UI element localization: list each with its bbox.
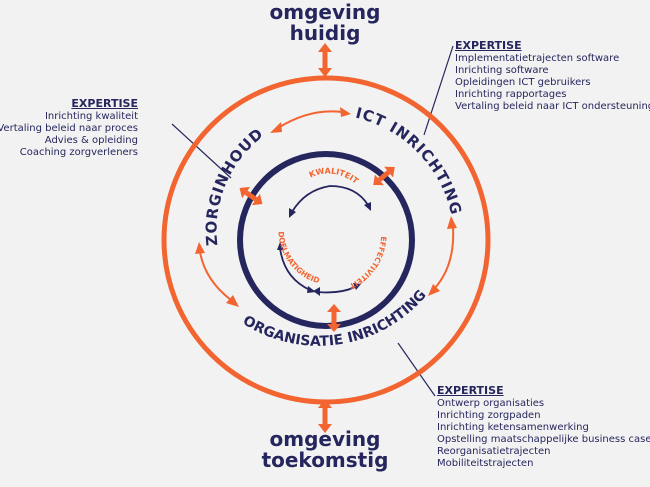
expertise-zorg-block: EXPERTISE Inrichting kwaliteit Vertaling… (0, 98, 138, 159)
inner-arrow-bottom-right (313, 283, 361, 296)
expertise-org-block: EXPERTISE Ontwerp organisaties Inrichtin… (437, 385, 650, 470)
expertise-ict-item: Inrichting software (455, 65, 549, 76)
expertise-ict-item: Inrichting rapportages (455, 89, 567, 100)
expertise-ict-block: EXPERTISE Implementatietrajecten softwar… (455, 40, 650, 113)
environment-current-title: omgeving huidig (175, 2, 475, 44)
pointer-line-ict (423, 45, 454, 136)
environment-current-line1: omgeving (269, 0, 381, 24)
expertise-org-item: Inrichting ketensamenwerking (437, 422, 589, 433)
double-arrow-top (318, 43, 332, 77)
pointer-line-org (397, 342, 436, 397)
expertise-ict-item: Implementatietrajecten software (455, 53, 620, 64)
curved-arrow-ict-org (428, 216, 457, 296)
expertise-org-item: Opstelling maatschappelijke business cas… (437, 434, 650, 445)
curved-arrow-org-zorg (195, 242, 239, 307)
expertise-zorg-item: Inrichting kwaliteit (44, 111, 138, 122)
expertise-zorg-item: Vertaling beleid naar proces (0, 123, 138, 134)
expertise-org-item: Mobiliteitstrajecten (437, 458, 534, 469)
expertise-org-item: Ontwerp organisaties (437, 398, 545, 409)
environment-future-line1: omgeving (269, 427, 381, 451)
expertise-zorg-heading: EXPERTISE (71, 97, 138, 110)
segment-label-ict-inrichting: ICT INRICHTING (354, 104, 465, 217)
inner-label-effectiviteit: EFFECTIVITEIT (347, 236, 388, 291)
pointer-line-zorg (171, 123, 232, 179)
inner-arrow-top (289, 185, 371, 218)
expertise-org-item: Inrichting zorgpaden (437, 410, 541, 421)
double-arrow-ict-inner (373, 166, 395, 186)
curved-arrow-zorg-ict (270, 107, 351, 133)
expertise-ict-item: Opleidingen ICT gebruikers (455, 77, 591, 88)
expertise-org-heading: EXPERTISE (437, 384, 504, 397)
expertise-ict-item: Vertaling beleid naar ICT ondersteuning (455, 101, 650, 112)
double-arrow-zorg-inner (239, 186, 263, 206)
environment-future-line2: toekomstig (261, 448, 389, 472)
expertise-org-item: Reorganisatietrajecten (437, 446, 551, 457)
environment-future-title: omgeving toekomstig (175, 429, 475, 471)
expertise-ict-heading: EXPERTISE (455, 39, 522, 52)
double-arrow-bottom (318, 399, 332, 433)
environment-current-line2: huidig (289, 21, 361, 45)
inner-ring (237, 151, 415, 329)
double-arrow-org-inner (327, 304, 341, 332)
expertise-zorg-item: Coaching zorgverleners (19, 147, 138, 158)
inner-label-kwaliteit: KWALITEIT (308, 166, 361, 186)
expertise-zorg-item: Advies & opleiding (44, 135, 138, 146)
